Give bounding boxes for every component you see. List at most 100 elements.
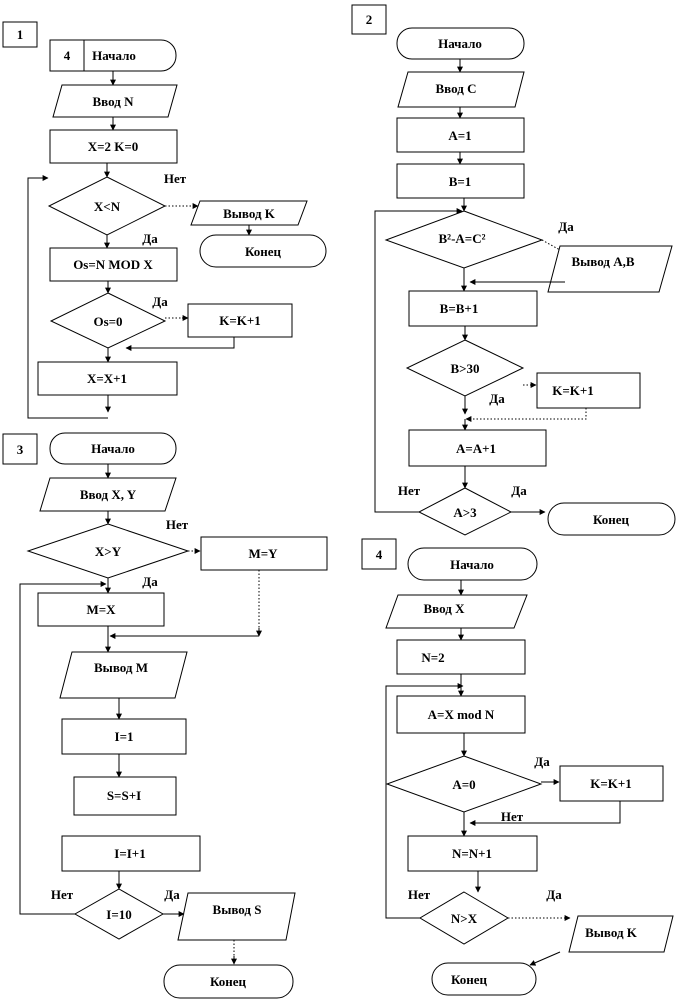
d1-init-process [49, 129, 178, 164]
d3-yes-max-label: Да [142, 574, 158, 589]
d3-end-label: Конец [210, 974, 247, 989]
d1-increment-process [37, 361, 178, 396]
d2-input-parallelogram [397, 71, 525, 108]
d4-no-n-label: Нет [408, 887, 431, 902]
d4-output-parallelogram [568, 915, 674, 953]
d2-yes-main-label: Да [558, 219, 574, 234]
d2-start-label: Начало [438, 36, 482, 51]
d2-condition-b-label: B>30 [450, 361, 479, 376]
d2-init-b-label: B=1 [449, 174, 472, 189]
flowchart-2: 2 Начало Ввод C A=1 B=1 B²-A=C² Да Вывод… [351, 4, 676, 536]
diagram-1-number-box [2, 21, 38, 48]
d4-count-label: K=K+1 [590, 776, 632, 791]
d3-condition-max-label: X>Y [95, 544, 122, 559]
d4-start-terminator [407, 547, 538, 581]
d4-init-n-label: N=2 [421, 650, 444, 665]
d2-connectors [374, 59, 587, 515]
d4-input-parallelogram [385, 594, 528, 629]
d1-remainder-process [49, 247, 178, 282]
d2-init-b-process [396, 163, 525, 199]
d1-input-parallelogram [52, 84, 178, 118]
d1-end-label: Конец [245, 244, 282, 259]
d1-remainder-label: Os=N MOD X [73, 257, 153, 272]
d3-output-m-parallelogram [59, 651, 188, 699]
d4-increment-n-label: N=N+1 [452, 846, 492, 861]
d1-output-label: Вывод K [223, 206, 276, 221]
d3-output-m-label: Вывод M [94, 660, 148, 675]
d2-condition-main-label: B²-A=C² [439, 231, 486, 246]
d2-increment-b-process [408, 290, 538, 327]
d1-yes-zero-label: Да [152, 294, 168, 309]
d4-yes-zero-label: Да [534, 754, 550, 769]
d3-input-parallelogram [39, 477, 177, 512]
d2-no-a-label: Нет [398, 483, 421, 498]
d3-assign-y-process [200, 536, 328, 571]
d4-condition-n [419, 891, 509, 945]
flowchart-1: 1 4 Начало Ввод N X=2 K=0 X<N Нет Вывод … [2, 21, 327, 419]
d2-yes-b-label: Да [489, 391, 505, 406]
d4-end-label: Конец [451, 972, 488, 987]
d2-output-label: Вывод A,B [571, 254, 634, 269]
d4-condition-n-label: N>X [451, 911, 478, 926]
d2-count-process [536, 372, 641, 409]
d3-increment-i-process [61, 835, 201, 872]
d1-yes-main-label: Да [142, 231, 158, 246]
d1-init-label: X=2 K=0 [88, 139, 139, 154]
d3-yes-i-label: Да [164, 887, 180, 902]
d4-yes-n-label: Да [546, 887, 562, 902]
d1-start-badge-box [49, 39, 85, 72]
d2-increment-a-process [408, 429, 547, 467]
d2-end-label: Конец [593, 512, 630, 527]
d4-remainder-label: A=X mod N [428, 707, 495, 722]
d2-init-a-process [396, 117, 525, 153]
d2-condition-a [417, 487, 513, 536]
diagram-3-number-box [2, 433, 38, 465]
d1-output-parallelogram [190, 200, 308, 226]
d3-sum-process [73, 776, 177, 816]
d3-start-label: Начало [91, 441, 135, 456]
diagram-2-number: 2 [366, 12, 373, 27]
d2-increment-b-label: B=B+1 [440, 301, 479, 316]
d1-end-terminator [199, 234, 327, 268]
d3-output-s-label: Вывод S [213, 902, 262, 917]
d2-input-label: Ввод C [436, 81, 477, 96]
diagram-1-number: 1 [17, 27, 24, 42]
d4-output-label: Вывод K [585, 925, 638, 940]
d1-start-label: Начало [92, 48, 136, 63]
d2-yes-a-label: Да [511, 483, 527, 498]
d1-condition-main-label: X<N [94, 199, 121, 214]
d1-connectors [27, 71, 252, 419]
d2-output-parallelogram [547, 245, 673, 293]
d3-condition-i-label: I=10 [106, 907, 131, 922]
d4-start-label: Начало [450, 557, 494, 572]
d3-no-max-label: Нет [166, 517, 189, 532]
d2-count-label: K=K+1 [552, 383, 594, 398]
d1-no-label: Нет [164, 171, 187, 186]
d3-assign-x-label: M=X [86, 602, 116, 617]
d3-increment-i-label: I=I+1 [114, 846, 145, 861]
d2-end-terminator [547, 502, 676, 536]
d3-start-terminator [49, 432, 177, 465]
d1-input-label: Ввод N [93, 94, 135, 109]
flowchart-4: 4 Начало Ввод X N=2 A=X mod N A=0 Да K=K… [361, 538, 674, 996]
d1-start-badge: 4 [64, 48, 71, 63]
d4-input-label: Ввод X [424, 601, 466, 616]
diagram-4-number: 4 [376, 547, 383, 562]
flowchart-3: 3 Начало Ввод X, Y X>Y Нет M=Y Да M=X Вы… [2, 432, 328, 999]
d3-connectors [19, 464, 262, 965]
d4-connectors [385, 580, 621, 966]
d4-end-terminator [431, 962, 537, 996]
d3-input-label: Ввод X, Y [80, 487, 137, 502]
d4-remainder-process [396, 695, 526, 734]
d4-condition-zero-label: A=0 [452, 777, 475, 792]
d1-increment-label: X=X+1 [87, 371, 127, 386]
d3-end-terminator [163, 964, 294, 999]
d3-init-i-process [61, 718, 187, 755]
d2-increment-a-label: A=A+1 [456, 441, 496, 456]
d3-assign-x-process [37, 592, 165, 627]
diagram-2-number-box [351, 4, 387, 35]
diagram-3-number: 3 [17, 442, 24, 457]
d3-assign-y-label: M=Y [248, 546, 278, 561]
diagram-4-number-box [361, 538, 397, 570]
